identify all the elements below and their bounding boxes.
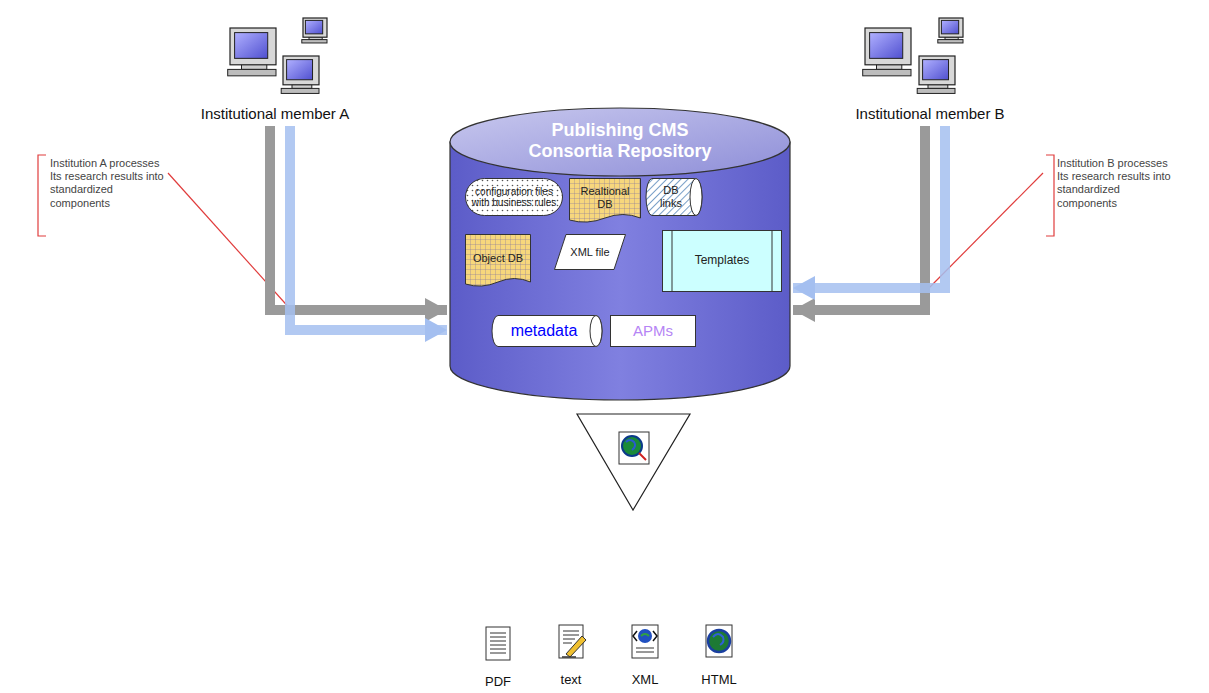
node-label: XML file bbox=[570, 246, 609, 259]
search-globe-icon bbox=[619, 432, 649, 464]
node-label: Institutional member B bbox=[855, 105, 1004, 122]
config-files-node: configuration files with business rules bbox=[465, 178, 563, 216]
institution-node: Institutional member B bbox=[815, 12, 1045, 124]
node-text-group: APMs bbox=[633, 322, 673, 339]
node-text-group: Institutional member A bbox=[201, 105, 349, 122]
computer-icon bbox=[938, 18, 963, 43]
flow-arrow bbox=[793, 126, 945, 288]
xml-file-node: XML file bbox=[554, 234, 626, 270]
output-format: HTML bbox=[689, 672, 749, 688]
node-label: DB links bbox=[653, 184, 689, 209]
db-links-node: DB links bbox=[646, 178, 702, 216]
flow-arrow bbox=[793, 126, 925, 310]
metadata-node: metadata bbox=[492, 315, 602, 347]
output-format: text bbox=[541, 672, 601, 688]
text-icon bbox=[559, 625, 586, 658]
node-label: Publishing CMS Consortia Repository bbox=[510, 120, 730, 161]
node-text-group: Institutional member B bbox=[855, 105, 1004, 122]
node-text-group: Realtional DB bbox=[574, 185, 636, 210]
object-db-node: Object DB bbox=[465, 234, 531, 288]
callout-bracket bbox=[38, 155, 46, 236]
node-text-group: Templates bbox=[695, 254, 750, 268]
computer-icon bbox=[281, 56, 319, 93]
flow-arrow bbox=[270, 126, 447, 310]
node-label: Object DB bbox=[473, 252, 523, 265]
node-text-group: XML file bbox=[570, 246, 609, 259]
node-text-group: Object DB bbox=[473, 252, 523, 265]
computer-icon bbox=[863, 28, 911, 76]
node-label: APMs bbox=[633, 322, 673, 339]
publish-funnel bbox=[577, 414, 690, 510]
output-format: PDF bbox=[468, 674, 528, 690]
apms-node: APMs bbox=[610, 315, 696, 347]
node-text-group: configuration files with business rules bbox=[470, 186, 558, 209]
pdf-icon bbox=[486, 627, 510, 660]
html-icon bbox=[706, 625, 732, 657]
computer-icon bbox=[302, 18, 327, 43]
relational-db-node: Realtional DB bbox=[569, 178, 641, 224]
callout-note: Institution B processes Its research res… bbox=[1057, 157, 1175, 210]
templates-node: Templates bbox=[662, 230, 782, 292]
callout-note: Institution A processes Its research res… bbox=[50, 157, 166, 210]
node-text-group: DB links bbox=[653, 184, 689, 209]
node-text-group: metadata bbox=[511, 322, 578, 340]
computer-icon bbox=[228, 28, 276, 76]
node-label: configuration files with business rules bbox=[470, 186, 558, 209]
computer-icon bbox=[917, 56, 955, 93]
output-format: XML bbox=[615, 672, 675, 688]
xml-icon bbox=[632, 625, 658, 658]
institution-node: Institutional member A bbox=[175, 12, 375, 124]
node-label: Realtional DB bbox=[574, 185, 636, 210]
node-text-group: Publishing CMS Consortia Repository bbox=[510, 120, 730, 161]
callout-bracket bbox=[1046, 155, 1054, 236]
repository-cylinder: Publishing CMS Consortia Repository confi… bbox=[450, 108, 790, 400]
node-label: Templates bbox=[695, 254, 750, 268]
node-label: Institutional member A bbox=[201, 105, 349, 122]
flow-arrow bbox=[290, 126, 447, 330]
node-label: metadata bbox=[511, 322, 578, 340]
